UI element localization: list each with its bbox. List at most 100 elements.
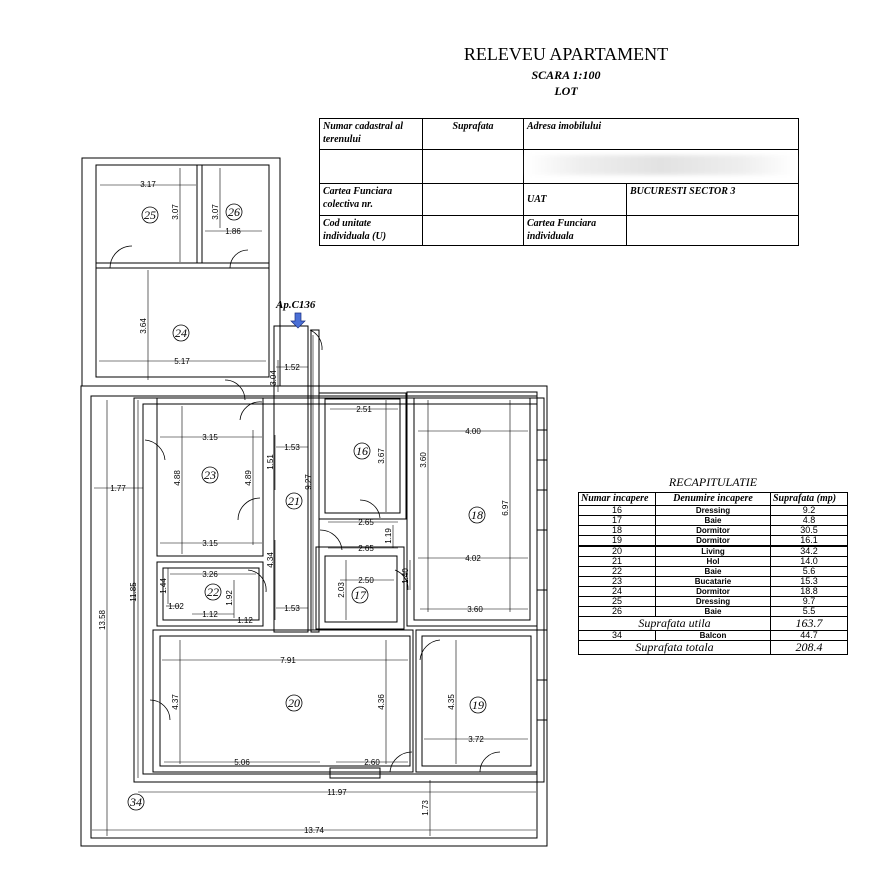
room-label: 34: [129, 795, 142, 809]
dim-label: 4.36: [377, 694, 386, 710]
door-swings: [109, 245, 501, 773]
drawing-lot: LOT: [554, 84, 578, 98]
room-label: 23: [204, 468, 216, 482]
dim-label: 11.97: [327, 788, 347, 797]
dim-label: 1.51: [266, 454, 275, 470]
window: [329, 767, 381, 779]
recap-cell-area: 30.5: [770, 525, 848, 536]
dim-label: 2.60: [364, 758, 380, 767]
dim-label: 3.07: [211, 204, 220, 220]
door-arc: [394, 569, 409, 591]
recap-table: Numar incapere Denumire incapere Suprafa…: [578, 492, 848, 655]
dim-label: 3.07: [171, 204, 180, 220]
recap-row-totala: Suprafata totala 208.4: [578, 640, 848, 655]
door-arc: [309, 329, 323, 351]
uat-value: BUCURESTI SECTOR 3: [626, 183, 799, 216]
suprafata-totala-value: 208.4: [770, 640, 848, 655]
suprafata-utila-label: Suprafata utila: [578, 616, 771, 631]
window: [536, 489, 548, 531]
dim-label: 4.00: [465, 427, 481, 436]
dimension-lines: [92, 168, 536, 836]
dim-label: 3.60: [467, 605, 483, 614]
outer-wall-lower: [80, 385, 548, 847]
dim-label: 1.53: [284, 604, 300, 613]
dim-label: 1.12: [202, 610, 218, 619]
room-label: 17: [354, 588, 367, 602]
suprafata-totala-label: Suprafata totala: [578, 640, 771, 655]
dim-label: 5.06: [234, 758, 250, 767]
dim-label: 1.40: [401, 568, 410, 584]
dim-label: 1.12: [237, 616, 253, 625]
wall-room-20-inner: [159, 635, 411, 767]
drawing-title: RELEVEU APARTAMENT: [463, 44, 669, 64]
room-label: 25: [144, 208, 156, 222]
door-arc: [109, 245, 133, 269]
dim-label: 7.91: [280, 656, 296, 665]
wall-room-16: [318, 392, 407, 520]
door-arc: [229, 249, 249, 269]
dim-label: 1.19: [384, 528, 393, 544]
dim-label: 1.02: [168, 602, 184, 611]
dim-label: 4.34: [266, 552, 275, 568]
recap-title: RECAPITULATIE: [668, 475, 758, 489]
inner-wall-upper: [95, 164, 270, 378]
carte-funciara-colectiva-label: Cartea Funciara colectiva nr.: [319, 183, 423, 216]
dim-label: 5.17: [174, 357, 190, 366]
room-label: 19: [472, 698, 484, 712]
wall-room-19-inner: [421, 635, 532, 767]
outer-wall-upper: [81, 157, 281, 387]
dim-label: 3.04: [269, 370, 278, 386]
dim-label: 3.15: [202, 433, 218, 442]
wall-room-16-inner: [324, 398, 401, 514]
wall-room-18-inner: [413, 397, 531, 621]
window: [536, 679, 548, 721]
door-arc: [144, 439, 166, 461]
door-arc: [247, 569, 267, 593]
dim-label: 2.03: [337, 582, 346, 598]
room-label: 22: [207, 585, 219, 599]
wall-room-22-inner: [162, 567, 260, 621]
dim-label: 1.86: [225, 227, 241, 236]
numar-cadastral-label: Numar cadastral al terenului: [319, 118, 423, 150]
carte-funciara-individuala-label: Cartea Funciara individuala: [523, 215, 627, 246]
dim-label: 1.77: [110, 484, 126, 493]
room-label: 16: [356, 444, 368, 458]
cod-unitate-label: Cod unitate individuala (U): [319, 215, 423, 246]
drawing-scale: SCARA 1:100: [531, 68, 601, 82]
window: [536, 589, 548, 631]
door-arc: [319, 529, 343, 551]
room-label: 20: [288, 696, 300, 710]
dim-label: 1.52: [284, 363, 300, 372]
entrance-marker: Ap.C136: [275, 299, 316, 329]
dim-label: 3.64: [139, 318, 148, 334]
wall-room-23: [156, 397, 264, 557]
entrance-label: Ap.C136: [275, 299, 316, 311]
door-arc: [359, 499, 381, 519]
window: [536, 429, 548, 461]
dim-label: 4.88: [173, 470, 182, 486]
uat-label: UAT: [523, 183, 627, 216]
dimension-labels: 3.17 3.07 3.07 1.86 3.64 5.17 1.52 3.04 …: [98, 180, 510, 835]
room-label-circles: [127, 203, 487, 811]
door-arc: [237, 497, 261, 521]
dim-label: 3.67: [377, 448, 386, 464]
dim-label: 2.65: [358, 518, 374, 527]
dim-label: 4.89: [244, 470, 253, 486]
door-arc: [389, 751, 413, 773]
room-label: 21: [288, 494, 300, 508]
dim-label: 11.85: [129, 582, 138, 602]
dim-label: 4.37: [171, 694, 180, 710]
door-arc: [224, 379, 246, 401]
dim-label: 13.58: [98, 609, 107, 630]
door-arc: [149, 699, 171, 721]
dim-label: 13.74: [304, 826, 325, 835]
dim-label: 4.02: [465, 554, 481, 563]
dim-label: 9.27: [304, 474, 313, 490]
door-arc: [239, 401, 263, 421]
wall-room-17: [315, 546, 405, 630]
door-arc: [419, 639, 441, 661]
room-labels: 25 26 24 16 18 23 21 22 17 20 19 34: [129, 205, 484, 809]
dim-label: 1.44: [159, 578, 168, 594]
